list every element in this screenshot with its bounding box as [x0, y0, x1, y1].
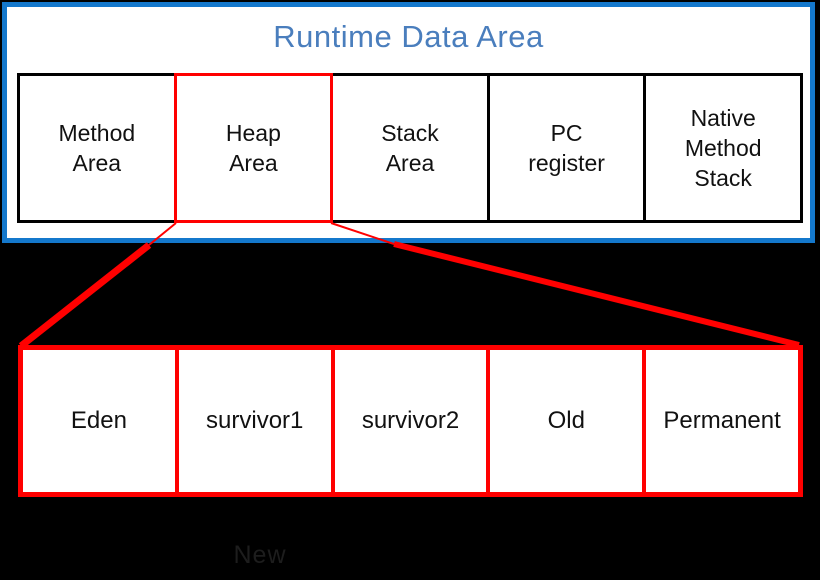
cell-old-label: Old: [547, 407, 585, 434]
cell-eden: Eden: [23, 350, 175, 492]
cell-native-method-stack-line1: Native: [690, 105, 756, 131]
heap-connector-left-thick-line: [18, 242, 152, 349]
cell-old: Old: [486, 350, 642, 492]
cell-heap-area-line2: Area: [229, 150, 278, 176]
new-generation-label: New: [233, 541, 287, 569]
cell-stack-area-line2: Area: [385, 150, 435, 176]
cell-native-method-stack-line3: Stack: [694, 165, 752, 191]
heap-connector-right-thick-line: [393, 241, 800, 348]
cell-pc-register-line2: register: [528, 150, 605, 176]
cell-heap-area: Heap Area: [173, 73, 334, 223]
cell-permanent: Permanent: [642, 350, 798, 492]
runtime-areas-row: Method Area Heap Area Stack Area PC regi…: [17, 73, 803, 223]
cell-pc-register: PC register: [486, 76, 644, 220]
cell-stack-area: Stack Area: [330, 76, 487, 220]
cell-survivor1: survivor1: [174, 350, 331, 492]
cell-heap-area-line1: Heap: [225, 120, 281, 146]
cell-eden-label: Eden: [70, 407, 127, 434]
cell-stack-area-line1: Stack: [381, 120, 439, 146]
cell-survivor1-label: survivor1: [206, 407, 304, 434]
runtime-data-area-title: Runtime Data Area: [273, 19, 544, 54]
cell-permanent-label: Permanent: [663, 407, 781, 434]
cell-method-area-line1: Method: [58, 120, 136, 146]
cell-method-area: Method Area: [20, 76, 174, 220]
cell-pc-register-line1: PC: [550, 120, 583, 146]
cell-method-area-line2: Area: [72, 150, 122, 176]
cell-survivor2: survivor2: [330, 350, 487, 492]
cell-native-method-stack-line2: Method: [684, 135, 762, 161]
cell-survivor2-label: survivor2: [361, 407, 460, 434]
heap-regions-row: Eden survivor1 survivor2 Old Permanent: [18, 345, 803, 497]
cell-native-method-stack: Native Method Stack: [643, 76, 800, 220]
